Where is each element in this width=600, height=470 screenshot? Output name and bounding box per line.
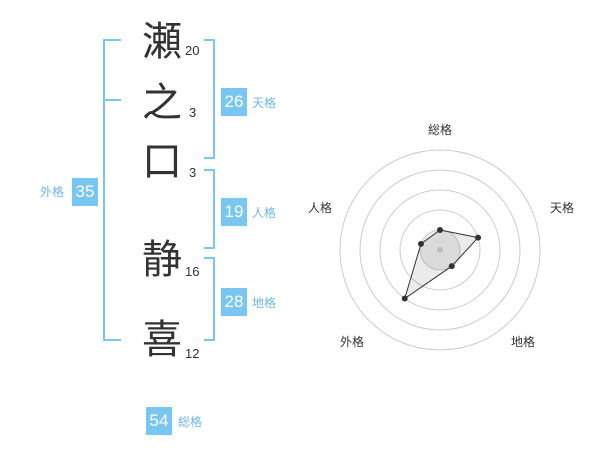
- name-char-5: 喜: [142, 317, 182, 363]
- chikaku-value: 28: [221, 288, 247, 316]
- radar-point-chikaku: [448, 263, 455, 270]
- radar-label-gaikaku: 外格: [340, 335, 365, 349]
- name-char-4: 静: [142, 237, 182, 283]
- radar-point-soukaku: [437, 227, 443, 233]
- jinkaku-bracket: [204, 169, 215, 249]
- radar-ring: [359, 169, 521, 331]
- radar-center: [437, 247, 443, 253]
- stroke-count-2: 3: [189, 105, 197, 120]
- radar-ring: [339, 149, 541, 351]
- stroke-count-1: 20: [185, 43, 200, 58]
- jinkaku-value: 19: [221, 198, 247, 226]
- radar-point-tenkaku: [475, 234, 482, 241]
- radar-ring: [379, 189, 501, 311]
- radar-label-tenkaku: 天格: [550, 201, 575, 215]
- stroke-count-5: 12: [185, 346, 200, 361]
- chikaku-bracket: [204, 257, 215, 341]
- radar-point-jinkaku: [417, 240, 424, 247]
- gaikaku-value: 35: [72, 178, 98, 206]
- radar-point-gaikaku: [401, 295, 408, 302]
- radar-ring: [399, 209, 481, 291]
- tenkaku-value: 26: [221, 88, 247, 116]
- stroke-count-3: 3: [189, 165, 197, 180]
- radar-label-jinkaku: 人格: [308, 201, 333, 215]
- jinkaku-label: 人格: [252, 206, 277, 220]
- chikaku-label: 地格: [252, 296, 277, 310]
- radar-label-soukaku: 総格: [428, 123, 453, 137]
- soukaku-label: 総格: [178, 415, 203, 429]
- gaikaku-label: 外格: [40, 185, 65, 199]
- stroke-count-4: 16: [185, 264, 200, 279]
- radar-score-polygon: [403, 229, 479, 300]
- tenkaku-label: 天格: [252, 96, 277, 110]
- soukaku-value: 54: [146, 407, 172, 435]
- tenkaku-bracket: [204, 39, 215, 159]
- radar-label-chikaku: 地格: [511, 335, 536, 349]
- gaikaku-bracket: [103, 39, 121, 341]
- name-char-1: 瀬: [142, 19, 182, 65]
- name-char-2: 之: [142, 80, 182, 126]
- name-char-3: 口: [142, 139, 182, 185]
